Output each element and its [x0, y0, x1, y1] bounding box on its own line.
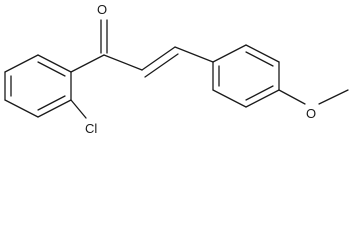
alkene-double: [144, 53, 179, 78]
bond: [212, 89, 247, 108]
double-bond-inner: [245, 85, 274, 101]
bond-to-ether-oxygen: [278, 89, 306, 105]
bond: [103, 54, 143, 71]
bond: [4, 99, 39, 118]
carbonyl-oxygen-label: O: [97, 2, 107, 17]
chlorophenyl-ring: [4, 54, 72, 118]
double-bond-inner: [37, 61, 66, 77]
double-bond-inner: [37, 95, 66, 111]
structure-diagram: Cl O O: [4, 2, 349, 136]
bond-to-methyl: [318, 89, 349, 105]
methoxyphenyl-ring: [212, 44, 280, 108]
alkene-single: [141, 46, 176, 71]
chlorine-label: Cl: [85, 121, 97, 136]
bond: [245, 44, 280, 63]
bond: [37, 99, 72, 118]
bond-ring-to-carbonyl: [70, 54, 105, 73]
bond: [174, 46, 214, 63]
molecule-drawing: Cl O O: [4, 2, 349, 136]
double-bond-inner: [245, 51, 274, 67]
bond: [37, 54, 72, 73]
ether-oxygen-label: O: [306, 106, 316, 121]
bond-to-chlorine: [70, 99, 87, 119]
bond: [212, 44, 247, 63]
bond: [245, 89, 280, 108]
bond: [4, 54, 39, 73]
